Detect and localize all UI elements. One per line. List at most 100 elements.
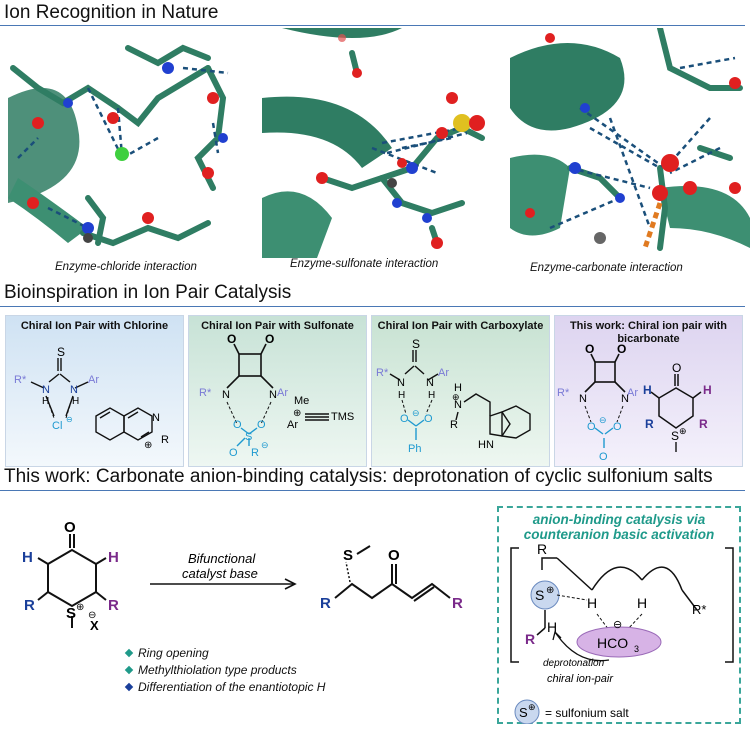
caption-chloride: Enzyme-chloride interaction [55, 261, 197, 273]
h1: H [42, 396, 49, 407]
enzyme-carbonate-image [510, 28, 750, 258]
isoquinoline-n: N [152, 412, 160, 424]
arrow-label-2: catalyst base [182, 566, 258, 581]
bc-minus: ⊖ [599, 415, 607, 425]
indole-hn: HN [478, 439, 494, 451]
so-o2: O [257, 419, 266, 431]
co-minus: ⊖ [412, 408, 420, 418]
ar-2: Ar [277, 387, 288, 399]
mech-r-purple: R [525, 631, 535, 647]
sm-plus: ⊕ [76, 602, 84, 613]
bullet-marker [124, 682, 134, 692]
mech-s: S [535, 587, 544, 603]
bullet-text: Methylthiolation type products [138, 663, 297, 677]
mech-r-star: R* [692, 602, 706, 617]
bc-o1: O [585, 342, 594, 356]
caption-carbonate: Enzyme-carbonate interaction [530, 262, 683, 274]
legend-plus: ⊕ [528, 702, 536, 712]
ring-h2: H [703, 383, 712, 397]
bullet-enantiotopic: Differentiation of the enantiotopic H [124, 680, 326, 694]
sm-h2: H [108, 549, 119, 566]
amine-plus: ⊕ [452, 392, 460, 402]
n-left: N [222, 389, 230, 401]
pr-r1: R [320, 595, 331, 612]
r-star-4: R* [557, 387, 570, 399]
divider-3 [0, 490, 745, 491]
caption-sulfonate: Enzyme-sulfonate interaction [290, 258, 439, 270]
mechanism-diagram: S ⊕ R R H H H R* HCO 3 ⊖ deprotonation c… [510, 541, 734, 724]
sm-r1: R [24, 597, 35, 614]
panel-carboxylate: Chiral Ion Pair with Carboxylate S R* Ar… [371, 315, 550, 467]
tu-h1: H [398, 390, 405, 401]
bc-o4: O [613, 421, 622, 433]
sm-minus: ⊖ [88, 610, 96, 621]
tu-n2: N [426, 377, 434, 389]
mech-ion-pair: chiral ion-pair [547, 673, 614, 685]
pr-o: O [388, 547, 400, 564]
n1: N [42, 384, 50, 396]
mechanism-title-line2: counteranion basic activation [523, 527, 715, 542]
mech-h-left: H [547, 619, 557, 635]
sm-o: O [64, 519, 76, 536]
so-o1: O [233, 419, 242, 431]
so-r: R [251, 447, 259, 459]
mech-plus: ⊕ [546, 585, 554, 596]
hco3-sub: 3 [634, 644, 639, 654]
legend-text: = sulfonium salt [545, 706, 629, 720]
amine-n: N [454, 399, 462, 411]
bullet-ring-opening: Ring opening [124, 646, 209, 660]
tms-label: TMS [331, 411, 354, 423]
mech-deprotonation: deprotonation [543, 658, 605, 669]
ring-r1: R [645, 417, 654, 431]
enzyme-chloride-image [8, 28, 240, 258]
hco3-minus: ⊖ [613, 619, 622, 631]
so-o3: O [229, 447, 238, 459]
sq-o2: O [265, 332, 274, 346]
mech-h2: H [637, 595, 647, 611]
chloride-charge: ⊖ [66, 415, 73, 424]
ar-5: Ar [627, 387, 638, 399]
divider-2 [0, 306, 745, 307]
co-o2: O [424, 413, 433, 425]
me-label: Me [294, 395, 309, 407]
r-star-2: R* [199, 387, 212, 399]
reaction-scheme: O H H R R S ⊕ ⊖ X Bifunctional catalyst … [22, 519, 463, 633]
hco3: HCO [597, 635, 628, 651]
pr-r2: R [452, 595, 463, 612]
panel-bicarbonate-title: This work: Chiral ion pair with bicarbon… [569, 320, 728, 345]
sm-s: S [66, 605, 76, 622]
r-star-3: R* [376, 367, 389, 379]
panel-bicarbonate: This work: Chiral ion pair with bicarbon… [554, 315, 743, 467]
bullet-text: Ring opening [138, 646, 209, 660]
bc-o3: O [587, 421, 596, 433]
isoquinoline-plus: ⊕ [144, 440, 152, 451]
bullet-text: Differentiation of the enantiotopic H [138, 680, 326, 694]
mech-h1: H [587, 595, 597, 611]
section-title-this-work: This work: Carbonate anion-binding catal… [4, 466, 713, 487]
amine-h: H [454, 382, 462, 394]
divider-1 [0, 25, 745, 26]
section-title-nature: Ion Recognition in Nature [4, 2, 219, 23]
ring-s: S [671, 429, 679, 443]
legend-s: S [519, 705, 528, 720]
so-minus: ⊖ [261, 440, 269, 450]
arrow-label-1: Bifunctional [188, 551, 256, 566]
pr-s: S [343, 547, 353, 564]
ring-r2: R [699, 417, 708, 431]
h2: H [72, 396, 79, 407]
n-right: N [269, 389, 277, 401]
bc-n1: N [579, 393, 587, 405]
bullet-methylthiolation: Methylthiolation type products [124, 663, 297, 677]
bc-n2: N [621, 393, 629, 405]
sm-x: X [90, 618, 99, 633]
bc-o5: O [599, 451, 608, 463]
cation-plus: ⊕ [293, 408, 301, 419]
panel-chlorine-title: Chiral Ion Pair with Chlorine [20, 320, 169, 332]
panel-sulfonate-title: Chiral Ion Pair with Sulfonate [201, 320, 354, 332]
panel-sulfonate: Chiral Ion Pair with Sulfonate O O R* Ar… [188, 315, 367, 467]
co-o1: O [400, 413, 409, 425]
panel-chlorine: Chiral Ion Pair with Chlorine S N N H H … [5, 315, 184, 467]
mechanism-box [497, 506, 741, 724]
r-star: R* [14, 374, 27, 386]
tu-n1: N [397, 377, 405, 389]
